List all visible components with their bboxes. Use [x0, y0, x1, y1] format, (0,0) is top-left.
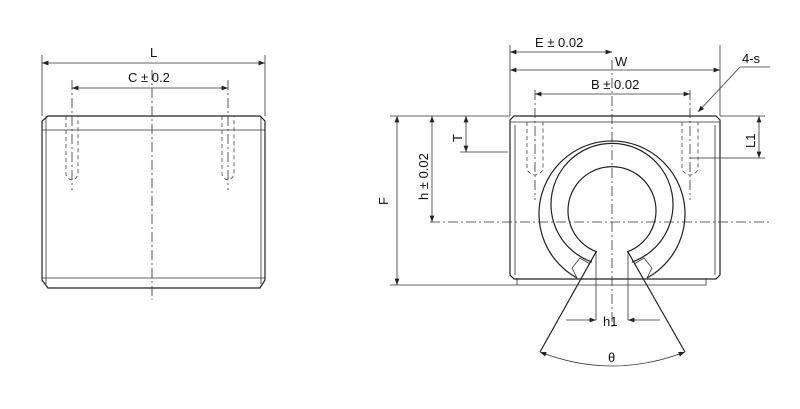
- edge-to-center-label: E ± 0.02: [535, 35, 583, 50]
- slot-width-label: h1: [603, 314, 617, 329]
- front-view: h1 θ E ± 0.02 W B ± 0.02 4-s F h ± 0.02 …: [376, 35, 770, 367]
- center-height-label: h ± 0.02: [416, 153, 431, 200]
- thread-depth-label: T: [450, 134, 465, 142]
- opening-angle-label: θ: [608, 350, 615, 365]
- width-label: W: [615, 54, 628, 69]
- length-label: L: [150, 45, 157, 60]
- side-view: L C ± 0.2: [41, 45, 266, 300]
- thread-label: 4-s: [742, 51, 761, 66]
- hole-depth-label: L1: [743, 134, 758, 148]
- overall-height-label: F: [376, 197, 391, 205]
- hole-spacing-label-front: B ± 0.02: [591, 77, 639, 92]
- hole-spacing-label: C ± 0.2: [128, 70, 170, 85]
